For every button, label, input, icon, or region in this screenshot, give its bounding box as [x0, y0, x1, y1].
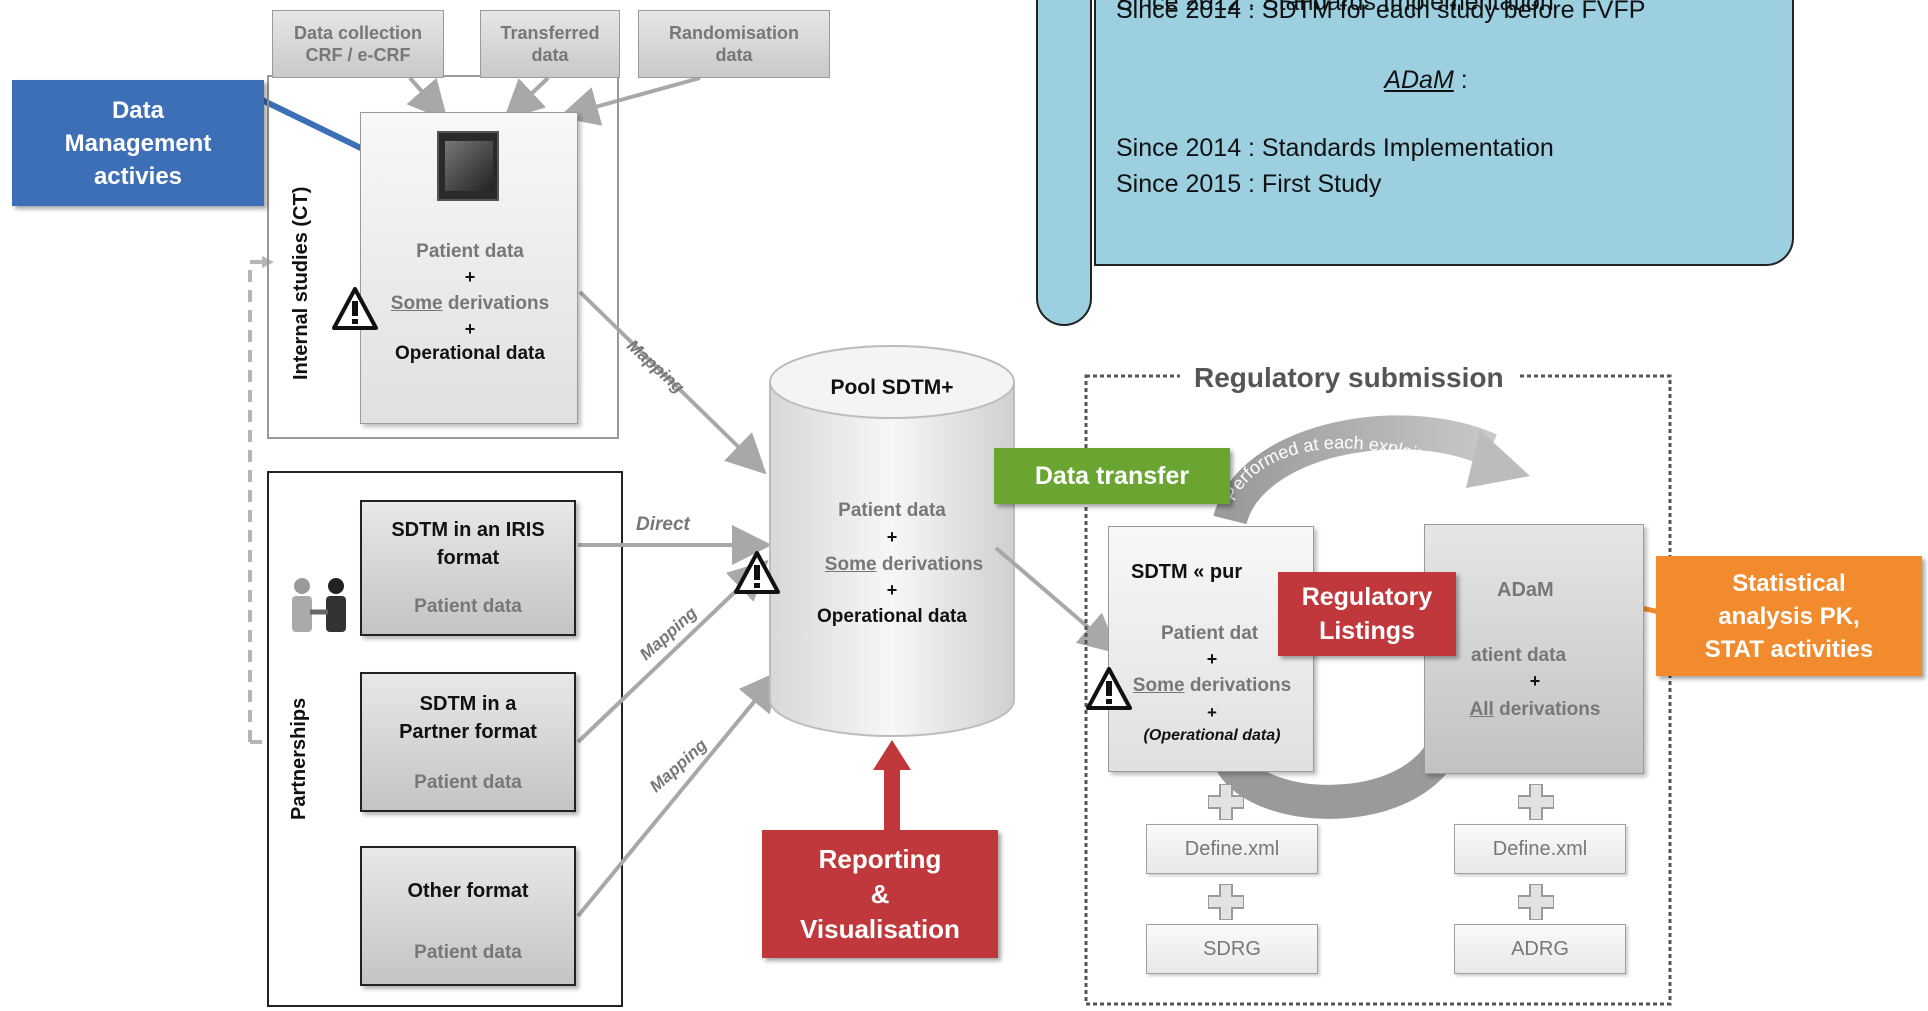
partner-box-partner-sub: Patient data: [414, 772, 522, 793]
partner-box-other: Other format Patient data: [360, 846, 576, 986]
partner-box-iris-title: SDTM in an IRIS format: [391, 519, 545, 569]
callout-regulatory-listings: Regulatory Listings: [1278, 572, 1456, 656]
sdtm-pure-patient: Patient dat: [1161, 623, 1259, 644]
callout-data-management: Data Management activies: [12, 80, 264, 206]
partnerships-label: Partnerships: [288, 697, 310, 820]
warning-icon: [734, 551, 780, 594]
ct-application-icon: [437, 131, 499, 201]
notes-adam-heading: ADaM :: [1384, 66, 1468, 94]
dashed-loop: [248, 260, 264, 742]
notes-line-2: Since 2014 : SDTM for each study before …: [1116, 0, 1646, 24]
source-randomisation: Randomisation data: [638, 10, 830, 78]
arrow-transferred: [503, 76, 550, 121]
handshake-icon: [280, 572, 358, 642]
partnerships-frame: [267, 471, 623, 1007]
arrow-mapping-partner: [576, 559, 769, 744]
adam-card: ADaM atient data + All derivations: [1424, 524, 1644, 774]
internal-card: Patient data + Some derivations + Operat…: [360, 112, 578, 424]
callout-reporting: Reporting & Visualisation: [762, 830, 998, 958]
arrow-mapping-internal: [578, 290, 767, 475]
internal-derivations: Some derivations: [390, 293, 550, 314]
sdtm-pure-operational: (Operational data): [1143, 727, 1281, 744]
arrow-pool-to-sdtm: [994, 546, 1120, 654]
cycle-arc-top: [1213, 415, 1497, 526]
adam-plus: +: [1529, 671, 1541, 691]
adam-derivations: All derivations: [1469, 699, 1601, 720]
internal-patient-data: Patient data: [416, 241, 524, 262]
partner-box-partner-title: SDTM in a Partner format: [399, 693, 537, 743]
pool-plus-1: +: [886, 527, 898, 547]
internal-plus-2: +: [464, 319, 476, 339]
callout-statistical: Statistical analysis PK, STAT activities: [1656, 556, 1922, 676]
pool-patient-data: Patient data: [838, 500, 946, 521]
notes-line-4: Since 2015 : First Study: [1116, 170, 1382, 198]
adam-patient: atient data: [1471, 645, 1567, 666]
adrg-box: ADRG: [1454, 924, 1626, 974]
notes-scroll-roll: [1036, 0, 1092, 326]
adam-title: ADaM: [1497, 579, 1554, 601]
regulatory-frame: [1084, 374, 1672, 1006]
sdrg-box: SDRG: [1146, 924, 1318, 974]
sdtm-pure-plus-1: +: [1206, 649, 1218, 669]
plus-icon: [1518, 884, 1554, 920]
label-direct: Direct: [636, 514, 690, 535]
arrow-mapping-other: [576, 670, 780, 918]
regulatory-title: Regulatory submission: [1180, 362, 1518, 394]
define-xml-sdtm: Define.xml: [1146, 824, 1318, 874]
source-data-collection: Data collection CRF / e-CRF: [272, 10, 444, 78]
source-transferred: Transferred data: [480, 10, 620, 78]
internal-plus-1: +: [464, 267, 476, 287]
sdtm-pure-plus-2: +: [1207, 703, 1217, 722]
internal-studies-label: Internal studies (CT): [290, 186, 312, 380]
notes-line-3: Since 2014 : Standards Implementation: [1116, 134, 1554, 162]
sdtm-pure-title: SDTM « pur: [1131, 561, 1243, 583]
partner-box-iris: SDTM in an IRIS format Patient data: [360, 500, 576, 636]
warning-icon: [1086, 667, 1132, 710]
plus-icon: [1208, 784, 1244, 820]
pool-operational: Operational data: [817, 606, 967, 627]
pool-plus-2: +: [886, 580, 898, 600]
sdtm-pure-derivations: Some derivations: [1132, 675, 1292, 696]
partner-box-other-title: Other format: [407, 880, 529, 902]
partner-box-other-sub: Patient data: [414, 942, 522, 963]
pool-title: Pool SDTM+: [830, 376, 954, 399]
notes-panel: Since 2012 : Standards Implementation Si…: [1094, 0, 1794, 266]
arrow-datacollection: [406, 76, 448, 121]
plus-icon: [1208, 884, 1244, 920]
pool-derivations: Some derivations: [824, 554, 984, 575]
partner-box-partner: SDTM in a Partner format Patient data: [360, 672, 576, 812]
define-xml-adam: Define.xml: [1454, 824, 1626, 874]
internal-operational: Operational data: [395, 343, 545, 364]
warning-icon: [332, 287, 378, 330]
partner-box-iris-sub: Patient data: [414, 596, 522, 617]
notes-line-1: Since 2012 : Standards Implementation: [1116, 0, 1554, 16]
plus-icon: [1518, 784, 1554, 820]
arrow-randomisation: [558, 76, 701, 126]
callout-data-transfer: Data transfer: [994, 448, 1230, 504]
